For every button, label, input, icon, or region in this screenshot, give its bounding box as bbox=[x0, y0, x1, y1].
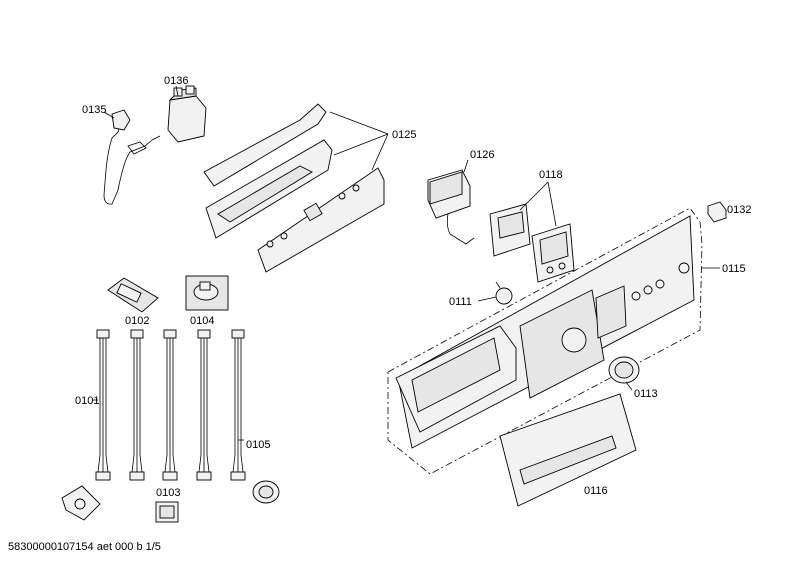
leader-0125c bbox=[371, 133, 389, 171]
leader-0113 bbox=[625, 381, 633, 391]
display-frame-part bbox=[489, 203, 575, 283]
display-module-part bbox=[427, 169, 475, 245]
leader-0126 bbox=[463, 159, 469, 173]
component-bottom-right bbox=[252, 480, 280, 504]
document-footer: 58300000107154 aet 000 b 1/5 bbox=[8, 541, 161, 553]
wiring-harness-2 bbox=[129, 329, 145, 481]
knob-insert-part bbox=[495, 281, 513, 305]
leader-0111 bbox=[477, 296, 497, 302]
component-0102-part bbox=[107, 277, 159, 313]
label-0125: 0125 bbox=[392, 129, 416, 141]
leader-0118b bbox=[547, 181, 557, 227]
label-0111: 0111 bbox=[449, 296, 472, 308]
drawer-handle-part bbox=[499, 393, 637, 507]
wiring-harness-1 bbox=[95, 329, 111, 481]
label-0105: 0105 bbox=[246, 439, 270, 451]
leader-0125b bbox=[333, 133, 389, 156]
label-0102: 0102 bbox=[125, 315, 149, 327]
label-0116: 0116 bbox=[584, 485, 608, 497]
label-0126: 0126 bbox=[470, 149, 494, 161]
suppressor-part bbox=[167, 85, 207, 143]
label-0103: 0103 bbox=[156, 487, 180, 499]
leader-0135 bbox=[103, 111, 115, 119]
leader-0125a bbox=[329, 111, 389, 135]
clip-part bbox=[707, 201, 727, 223]
control-panel-part bbox=[387, 207, 703, 475]
wiring-harness-4 bbox=[196, 329, 212, 481]
pressure-switch-part bbox=[185, 275, 229, 311]
label-0113: 0113 bbox=[634, 388, 658, 400]
label-0132: 0132 bbox=[727, 204, 751, 216]
label-0118: 0118 bbox=[539, 169, 563, 181]
component-bottom-left bbox=[61, 485, 101, 521]
electronic-module-part bbox=[203, 103, 385, 273]
label-0136: 0136 bbox=[164, 75, 188, 87]
leader-0118a bbox=[519, 181, 549, 211]
power-cord-part bbox=[103, 109, 161, 205]
leader-0136 bbox=[175, 85, 179, 97]
wiring-harness-5 bbox=[230, 329, 246, 481]
wiring-harness-3 bbox=[162, 329, 178, 481]
component-0103-part bbox=[155, 501, 179, 523]
label-0115: 0115 bbox=[722, 263, 746, 275]
label-0101: 0101 bbox=[75, 395, 99, 407]
selector-knob-part bbox=[608, 356, 640, 384]
label-0104: 0104 bbox=[190, 315, 214, 327]
label-0135: 0135 bbox=[82, 104, 106, 116]
